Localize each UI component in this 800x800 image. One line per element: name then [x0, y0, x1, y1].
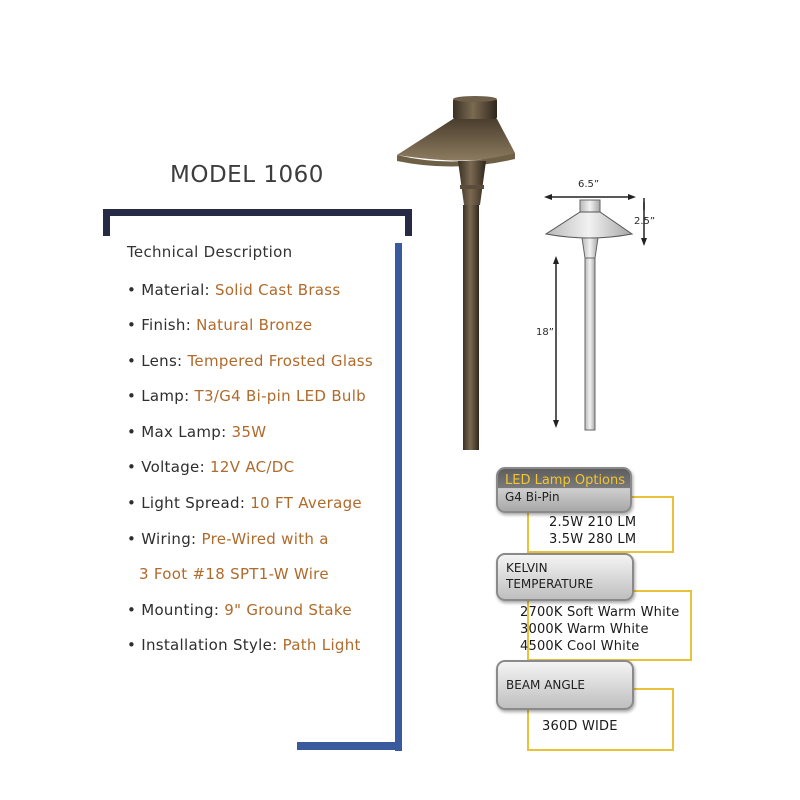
spec-lens: • Lens: Tempered Frosted Glass: [127, 352, 374, 370]
width-dimension-label: 6.5”: [578, 179, 600, 190]
model-title: MODEL 1060: [170, 162, 324, 188]
lamp-cap: [453, 98, 497, 120]
led-connector-bottom: [527, 551, 674, 553]
led-connector-left: [527, 510, 529, 553]
lamp-shade: [397, 119, 515, 161]
path-light-photo: [397, 96, 515, 450]
spec-voltage: • Voltage: 12V AC/DC: [127, 458, 295, 476]
led-lamp-options-title: LED Lamp Options: [505, 473, 626, 488]
spec-lamp: • Lamp: T3/G4 Bi-pin LED Bulb: [127, 387, 366, 405]
spec-max-lamp: • Max Lamp: 35W: [127, 423, 267, 441]
led-connector-right: [672, 496, 674, 553]
beam-option-line: 360D WIDE: [542, 719, 618, 734]
spec-material: • Material: Solid Cast Brass: [127, 281, 341, 299]
spec-wiring-continued: 3 Foot #18 SPT1-W Wire: [139, 565, 329, 583]
kelvin-option-line: 2700K Soft Warm White: [520, 605, 680, 620]
kelvin-option-line: 4500K Cool White: [520, 639, 640, 654]
dimension-drawing: [544, 194, 647, 431]
stem-dimension-label: 18”: [536, 327, 554, 338]
kelvin-connector-right: [690, 590, 692, 661]
frame-top-line: [103, 209, 412, 216]
spec-mounting: • Mounting: 9" Ground Stake: [127, 601, 352, 619]
beam-connector-right: [672, 688, 674, 751]
beam-connector-bottom: [527, 749, 674, 751]
kelvin-option-line: 3000K Warm White: [520, 622, 649, 637]
led-option-line: 3.5W 280 LM: [549, 532, 637, 547]
frame-bottom-line: [297, 742, 402, 750]
technical-description-heading: Technical Description: [127, 243, 293, 261]
height-dimension-label: 2.5”: [634, 216, 656, 227]
kelvin-connector-left: [527, 600, 529, 661]
led-option-line: 2.5W 210 LM: [549, 515, 637, 530]
spec-finish: • Finish: Natural Bronze: [127, 316, 313, 334]
beam-angle-title: BEAM ANGLE: [506, 678, 585, 692]
kelvin-title-line1: KELVIN: [506, 561, 548, 575]
kelvin-title-line2: TEMPERATURE: [506, 577, 594, 591]
spec-wiring: • Wiring: Pre-Wired with a: [127, 530, 329, 548]
led-lamp-options-box: [496, 467, 632, 513]
kelvin-temperature-box: [496, 553, 634, 601]
frame-right-top-line: [405, 209, 412, 236]
beam-angle-box: [496, 660, 634, 710]
led-lamp-options-subtitle: G4 Bi-Pin: [505, 490, 560, 504]
frame-right-line: [395, 243, 402, 751]
spec-installation-style: • Installation Style: Path Light: [127, 636, 361, 654]
beam-connector-left: [527, 702, 529, 751]
spec-light-spread: • Light Spread: 10 FT Average: [127, 494, 362, 512]
lamp-stem: [463, 205, 479, 450]
frame-left-line: [103, 209, 110, 236]
